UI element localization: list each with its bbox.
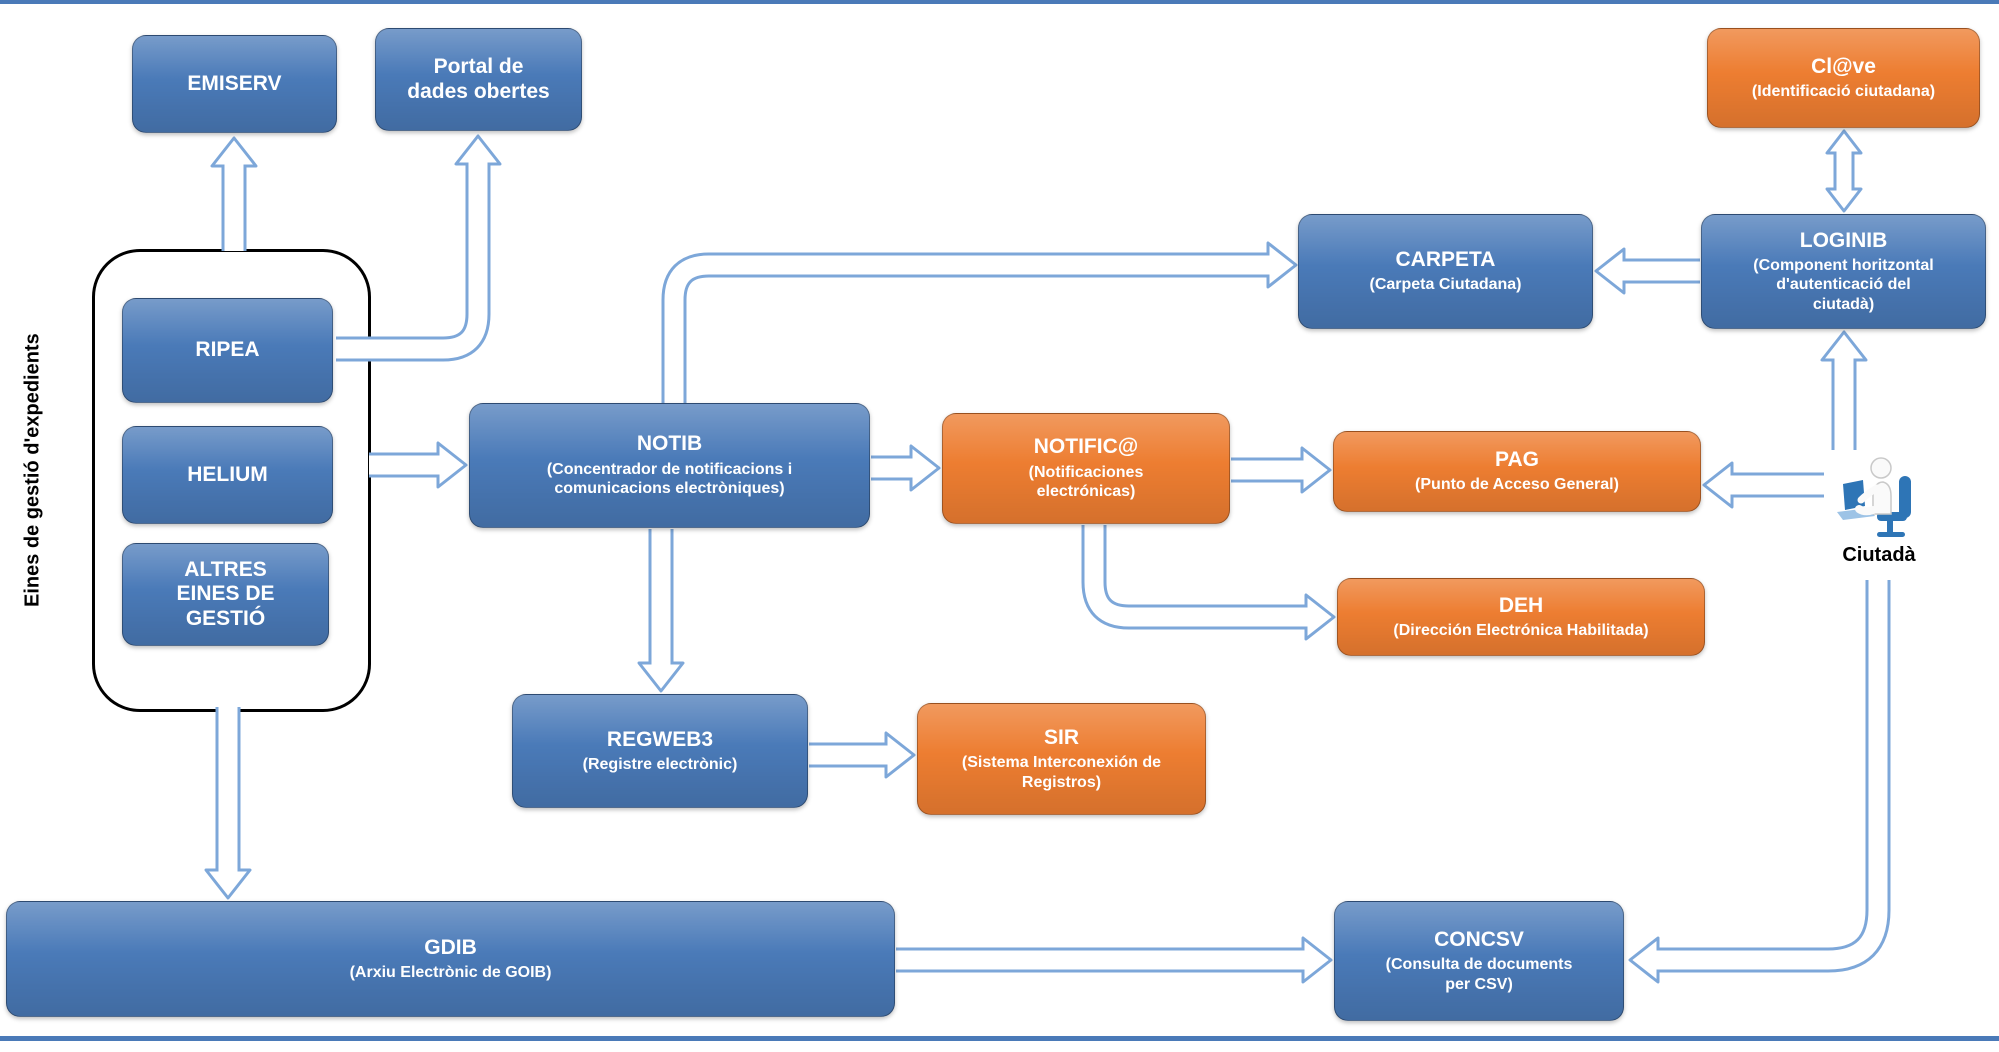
node-title: RIPEA [195,338,260,362]
node-gdib: GDIB (Arxiu Electrònic de GOIB) [6,901,895,1017]
node-subtitle: (Sistema Interconexión de Registros) [961,754,1162,791]
node-subtitle: (Registre electrònic) [582,755,738,773]
node-title: Cl@ve [1811,54,1876,78]
node-regweb3: REGWEB3 (Registre electrònic) [512,694,808,808]
arrow-regweb3-to-sir [809,731,916,779]
arrow-notib-to-regweb3 [637,529,685,693]
arrow-eines-to-emiserv [210,136,258,251]
arrow-notib-to-carpeta [661,241,1298,403]
node-title: SIR [1043,725,1079,749]
arrow-ciutada-to-pag [1702,461,1824,509]
node-altres-eines: ALTRES EINES DE GESTIÓ [122,543,329,646]
citizen-label: Ciutadà [1842,544,1916,566]
node-subtitle: (Identificació ciutadana) [1751,82,1936,100]
node-subtitle: (Concentrador de notificacions i comunic… [546,460,793,498]
node-pag: PAG (Punto de Acceso General) [1333,431,1701,512]
top-border-line [0,0,1999,4]
bottom-border-line [0,1036,1999,1041]
arrow-eines-to-gdib [204,707,252,900]
node-carpeta: CARPETA (Carpeta Ciutadana) [1298,214,1593,329]
node-title: CARPETA [1395,248,1496,272]
arrow-notifica-to-pag [1231,446,1332,494]
node-subtitle: (Punto de Acceso General) [1415,476,1619,494]
eines-group-label: Eines de gestió d'expedients [21,333,44,607]
node-ripea: RIPEA [122,298,333,403]
node-loginib: LOGINIB (Component horitzontal d'autenti… [1701,214,1986,329]
node-notib: NOTIB (Concentrador de notificacions i c… [469,403,870,528]
node-title: HELIUM [187,462,268,486]
node-title: PAG [1495,448,1539,472]
arrow-clave-loginib-bidirectional [1825,129,1863,213]
node-emiserv: EMISERV [132,35,337,133]
node-clave: Cl@ve (Identificació ciutadana) [1707,28,1980,128]
node-subtitle: (Dirección Electrónica Habilitada) [1393,621,1649,639]
node-concsv: CONCSV (Consulta de documents per CSV) [1334,901,1624,1021]
node-subtitle: (Arxiu Electrònic de GOIB) [349,963,552,981]
node-deh: DEH (Dirección Electrónica Habilitada) [1337,578,1705,656]
node-title: NOTIB [636,432,703,456]
node-title: REGWEB3 [606,727,714,751]
node-sir: SIR (Sistema Interconexión de Registros) [917,703,1206,815]
node-title: NOTIFIC@ [1033,435,1139,459]
arrow-gdib-to-concsv [896,936,1333,984]
node-subtitle: (Carpeta Ciutadana) [1369,276,1522,294]
node-portal-dades-obertes: Portal de dades obertes [375,28,582,131]
node-title: EMISERV [187,71,282,95]
node-title: LOGINIB [1799,228,1888,252]
arrow-notifica-to-deh [1081,525,1336,641]
node-subtitle: (Consulta de documents per CSV) [1385,956,1573,993]
node-subtitle: (Component horitzontal d'autenticació de… [1753,256,1934,313]
arrow-ciutada-to-loginib [1820,330,1868,450]
arrow-notib-to-notifica [871,444,941,492]
node-helium: HELIUM [122,426,333,524]
node-subtitle: (Notificaciones electrónicas) [1028,463,1144,501]
node-notifica: NOTIFIC@ (Notificaciones electrónicas) [942,413,1230,524]
citizen-icon [1829,450,1925,544]
arrow-eines-to-notib [369,441,468,489]
node-title: GDIB [424,935,477,959]
arrow-loginib-to-carpeta [1594,247,1700,295]
node-title: ALTRES EINES DE GESTIÓ [176,558,275,630]
node-title: Portal de dades obertes [407,55,550,103]
node-title: DEH [1498,593,1544,617]
node-title: CONCSV [1434,927,1524,951]
